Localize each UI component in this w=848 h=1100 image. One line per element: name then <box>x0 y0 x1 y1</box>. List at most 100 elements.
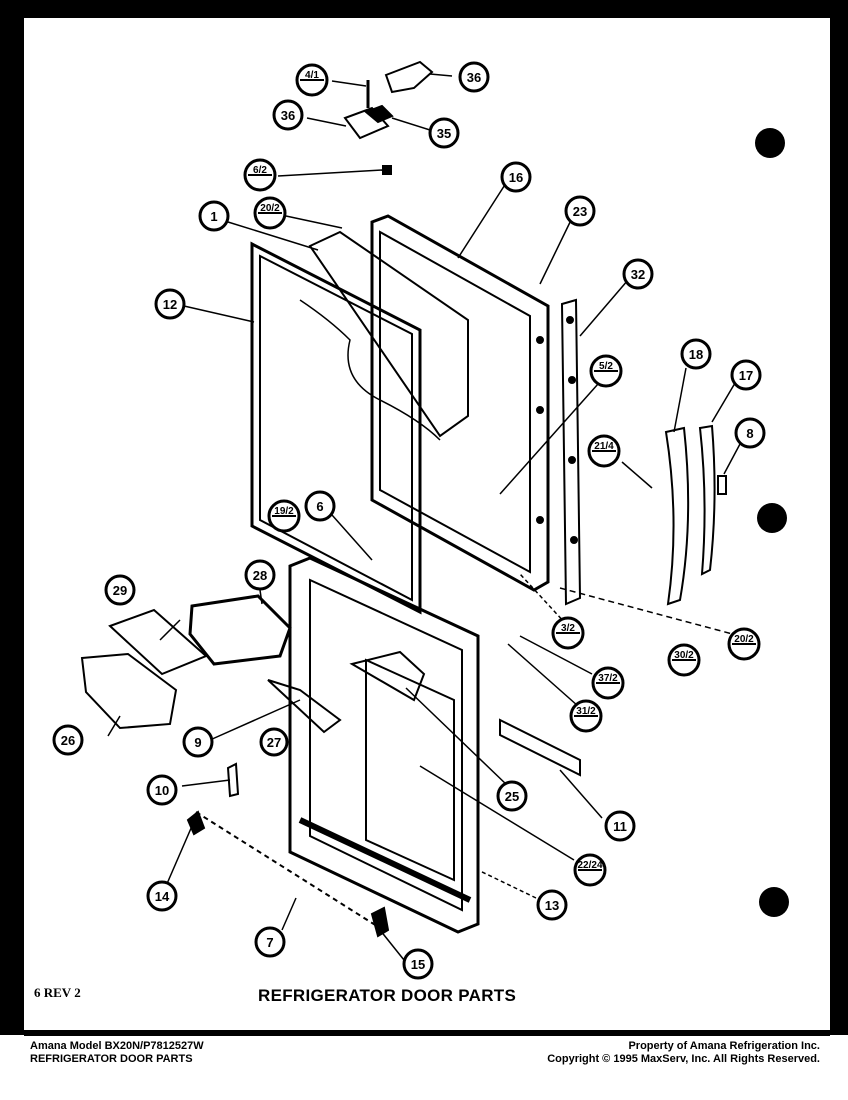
callout-6-2: 6/2 <box>243 158 277 192</box>
svg-text:19/2: 19/2 <box>274 506 294 517</box>
svg-text:5/2: 5/2 <box>599 361 613 372</box>
svg-text:20/2: 20/2 <box>734 634 754 645</box>
binder-hole-bottom <box>759 887 789 917</box>
callout-36b: 36 <box>272 99 304 131</box>
svg-text:37/2: 37/2 <box>598 673 618 684</box>
svg-text:3/2: 3/2 <box>561 623 575 634</box>
handle-trim <box>698 424 716 576</box>
callout-15: 15 <box>402 948 434 980</box>
small-shelf-25 <box>349 650 426 702</box>
dairy-bin <box>188 594 292 666</box>
callout-32: 32 <box>622 258 654 290</box>
footer-model-info: Amana Model BX20N/P7812527W REFRIGERATOR… <box>30 1040 204 1066</box>
svg-text:17: 17 <box>739 368 753 383</box>
footer-property-line: Property of Amana Refrigeration Inc. <box>628 1040 820 1052</box>
svg-text:12: 12 <box>163 297 177 312</box>
diagram-panel <box>24 18 830 1030</box>
svg-text:8: 8 <box>746 426 753 441</box>
svg-text:16: 16 <box>509 170 523 185</box>
callout-36a: 36 <box>458 61 490 93</box>
callout-22-24: 22/24 <box>573 853 607 887</box>
callout-8: 8 <box>734 417 766 449</box>
svg-text:31/2: 31/2 <box>576 706 596 717</box>
callout-28: 28 <box>244 559 276 591</box>
callout-12: 12 <box>154 288 186 320</box>
callout-6: 6 <box>304 490 336 522</box>
callout-27: 27 <box>259 727 289 757</box>
callout-23: 23 <box>564 195 596 227</box>
binder-hole-top <box>755 128 785 158</box>
callout-17: 17 <box>730 359 762 391</box>
freezer-door-panel <box>370 214 550 592</box>
svg-text:18: 18 <box>689 347 703 362</box>
callout-5-2: 5/2 <box>589 354 623 388</box>
svg-text:6/2: 6/2 <box>253 165 267 176</box>
callout-19-2: 19/2 <box>267 499 301 533</box>
callout-16: 16 <box>500 161 532 193</box>
shelf-11 <box>499 718 581 777</box>
callout-13: 13 <box>536 889 568 921</box>
svg-text:35: 35 <box>437 126 451 141</box>
svg-text:25: 25 <box>505 789 519 804</box>
freezer-liner <box>308 230 469 438</box>
svg-text:26: 26 <box>61 733 75 748</box>
fresh-food-door <box>288 556 480 934</box>
svg-text:13: 13 <box>545 898 559 913</box>
freezer-gasket <box>250 241 422 615</box>
trim-screw <box>568 456 576 464</box>
handle-insert <box>717 475 727 495</box>
callout-9: 9 <box>182 726 214 758</box>
diagram-title: REFRIGERATOR DOOR PARTS <box>258 986 517 1005</box>
door-shelf-bin <box>80 652 178 730</box>
svg-text:14: 14 <box>155 889 170 904</box>
callout-31-2: 31/2 <box>569 699 603 733</box>
callout-37-2: 37/2 <box>591 666 625 700</box>
svg-text:27: 27 <box>267 735 281 750</box>
callout-4-1: 4/1 <box>295 63 329 97</box>
part-callouts: 36 36 35 4/1 6/2 20/2 1 16 23 12 32 5/2 … <box>52 61 766 980</box>
exploded-parts <box>80 60 727 938</box>
cam-15 <box>370 906 390 938</box>
freezer-door-inner <box>379 230 531 574</box>
footer-copyright: Property of Amana Refrigeration Inc. Cop… <box>547 1040 820 1066</box>
svg-text:30/2: 30/2 <box>674 650 694 661</box>
door-panel-recess <box>365 658 455 882</box>
footer-section-line: REFRIGERATOR DOOR PARTS <box>30 1053 193 1065</box>
svg-text:36: 36 <box>281 108 295 123</box>
bracket-10 <box>226 762 240 798</box>
callout-14: 14 <box>146 880 178 912</box>
trim-screw <box>566 316 574 324</box>
callout-26: 26 <box>52 724 84 756</box>
top-hinge-cover <box>384 60 434 94</box>
footer-model-line: Amana Model BX20N/P7812527W <box>30 1040 204 1052</box>
callout-21-4: 21/4 <box>587 434 621 468</box>
callout-20-2-right: 20/2 <box>727 627 761 661</box>
svg-text:4/1: 4/1 <box>305 70 319 81</box>
callout-3-2: 3/2 <box>551 616 585 650</box>
callout-10: 10 <box>146 774 178 806</box>
svg-text:11: 11 <box>613 819 627 834</box>
svg-text:36: 36 <box>467 70 481 85</box>
callout-7: 7 <box>254 926 286 958</box>
door-hole <box>536 406 544 414</box>
callout-20-2-top: 20/2 <box>253 196 287 230</box>
svg-text:10: 10 <box>155 783 169 798</box>
freezer-handle <box>664 426 690 606</box>
svg-text:9: 9 <box>194 735 201 750</box>
freezer-gasket-inner <box>259 254 413 602</box>
hinge-plate <box>343 106 390 140</box>
svg-text:7: 7 <box>266 935 273 950</box>
hinge-bushing <box>382 165 392 175</box>
callout-11: 11 <box>604 810 636 842</box>
callout-30-2: 30/2 <box>667 643 701 677</box>
cam-14 <box>186 810 206 836</box>
trim-screw <box>570 536 578 544</box>
revision-mark: 6 REV 2 <box>34 985 81 1000</box>
svg-text:32: 32 <box>631 267 645 282</box>
svg-text:21/4: 21/4 <box>594 441 614 452</box>
footer-panel <box>0 1035 848 1100</box>
footer-copyright-line: Copyright © 1995 MaxServ, Inc. All Right… <box>547 1053 820 1065</box>
callout-29: 29 <box>104 574 136 606</box>
door-bottom-strip <box>298 817 472 903</box>
